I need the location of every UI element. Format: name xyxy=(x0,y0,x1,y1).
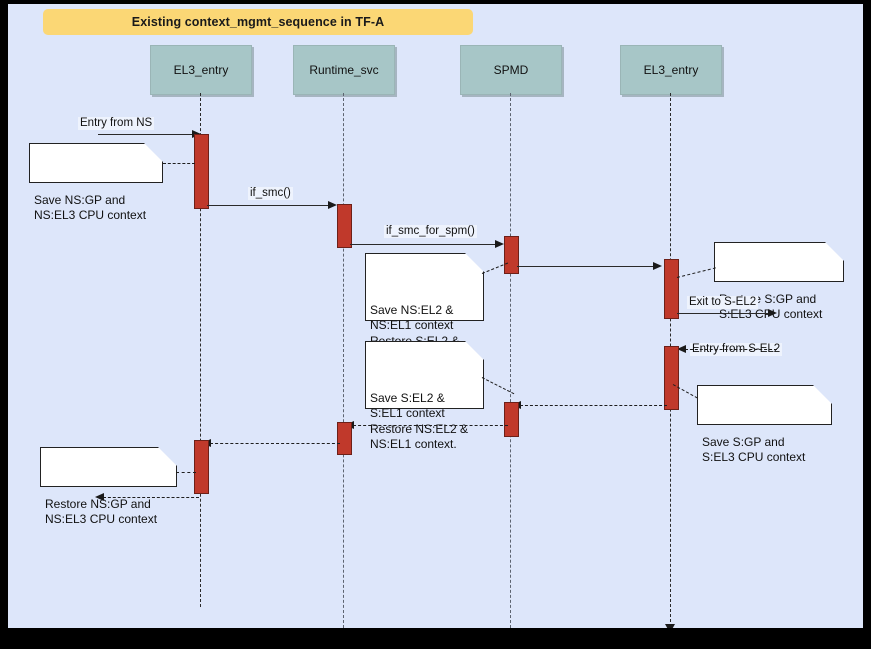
message-line-entry-from-ns xyxy=(98,134,194,135)
participant-el3-entry-left: EL3_entry xyxy=(150,45,252,95)
note-fold-icon xyxy=(465,341,484,360)
message-label-entry-from-ns: Entry from NS xyxy=(78,117,155,130)
note-fold-icon xyxy=(144,143,163,162)
message-line-entry-from-s-el2 xyxy=(685,349,777,350)
activation-runtime-svc-1 xyxy=(337,204,352,248)
message-line-if-smc-for-spm xyxy=(350,244,496,245)
participant-spmd: SPMD xyxy=(460,45,562,95)
activation-el3-entry-left-2 xyxy=(194,440,209,494)
activation-el3-entry-right-1 xyxy=(664,259,679,319)
message-arrowhead-entry-from-s-el2 xyxy=(677,344,686,353)
note-restore-ns-gp: Restore NS:GP and NS:EL3 CPU context xyxy=(40,447,177,526)
message-line-el3-left-exit xyxy=(103,497,199,498)
lifeline-end-arrow-el3-entry-right xyxy=(665,624,675,628)
activation-el3-entry-right-2 xyxy=(664,346,679,410)
note-save-ns-el2: Save NS:EL2 & NS:EL1 context Restore S:E… xyxy=(365,253,484,363)
diagram-title: Existing context_mgmt_sequence in TF-A xyxy=(131,15,385,29)
message-arrowhead-if-smc-for-spm xyxy=(495,239,504,248)
message-label-exit-to-s-el2: Exit to S-EL2 xyxy=(687,296,759,309)
note-fold-icon xyxy=(813,385,832,404)
note-restore-s-gp: Restore S:GP and S:EL3 CPU context xyxy=(714,242,844,321)
note-save-ns-gp: Save NS:GP and NS:EL3 CPU context xyxy=(29,143,163,222)
message-line-exit-to-s-el2 xyxy=(677,313,770,314)
participant-label: SPMD xyxy=(493,63,529,77)
note-save-s-gp: Save S:GP and S:EL3 CPU context xyxy=(697,385,832,464)
activation-el3-entry-left-1 xyxy=(194,134,209,209)
note-fold-icon xyxy=(158,447,177,466)
lifeline-el3-entry-left xyxy=(200,93,201,607)
message-arrowhead-spmd-to-el3-right xyxy=(653,261,662,270)
message-line-spmd-to-runtime-svc xyxy=(353,425,508,426)
diagram-title-banner: Existing context_mgmt_sequence in TF-A xyxy=(43,9,473,35)
message-label-if-smc: if_smc() xyxy=(248,187,293,200)
note-anchor-6 xyxy=(176,472,196,473)
participant-runtime-svc: Runtime_svc xyxy=(293,45,395,95)
lifeline-spmd xyxy=(510,93,511,628)
note-anchor-3 xyxy=(676,267,716,278)
participant-el3-entry-right: EL3_entry xyxy=(620,45,722,95)
message-arrowhead-entry-from-ns xyxy=(192,129,201,138)
activation-runtime-svc-2 xyxy=(337,422,352,455)
participant-label: EL3_entry xyxy=(643,63,699,77)
lifeline-runtime-svc xyxy=(343,93,344,628)
note-anchor-1 xyxy=(163,163,195,164)
message-arrowhead-exit-to-s-el2 xyxy=(768,308,777,317)
note-fold-icon xyxy=(825,242,844,261)
activation-spmd-1 xyxy=(504,236,519,274)
participant-label: Runtime_svc xyxy=(309,63,379,77)
message-line-if-smc xyxy=(207,205,329,206)
message-arrowhead-if-smc xyxy=(328,200,337,209)
message-arrowhead-el3-left-exit xyxy=(95,492,104,501)
message-line-el3-right-to-spmd xyxy=(520,405,667,406)
message-line-spmd-to-el3-right xyxy=(517,266,654,267)
message-label-if-smc-for-spm: if_smc_for_spm() xyxy=(384,225,477,238)
note-fold-icon xyxy=(465,253,484,272)
note-save-s-el2: Save S:EL2 & S:EL1 context Restore NS:EL… xyxy=(365,341,484,451)
participant-label: EL3_entry xyxy=(173,63,229,77)
message-line-runtime-svc-to-el3-left xyxy=(210,443,340,444)
activation-spmd-2 xyxy=(504,402,519,437)
diagram-canvas: Existing context_mgmt_sequence in TF-A E… xyxy=(8,4,863,628)
